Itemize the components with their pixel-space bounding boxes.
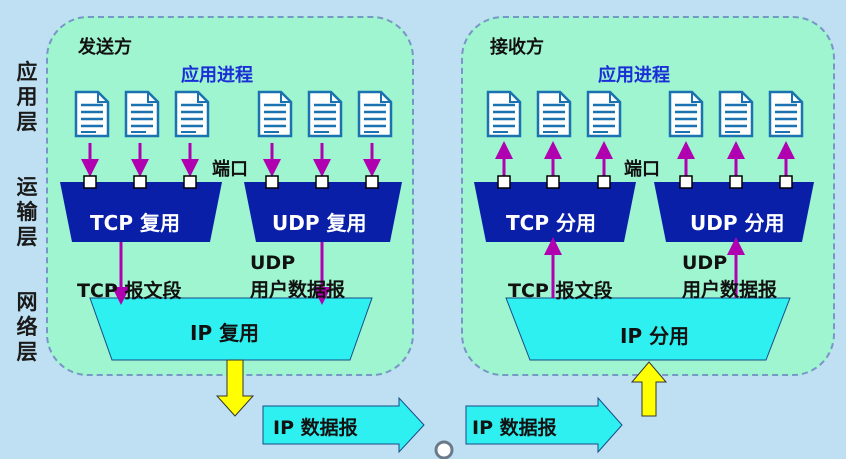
sender-app-process-icon-3 — [174, 90, 210, 138]
receiver-tcp-segment-label: TCP 报文段 — [508, 280, 613, 302]
receiver-app-process-icon-3 — [586, 90, 622, 138]
sender-port-2 — [133, 175, 147, 189]
receiver-port-1 — [497, 175, 511, 189]
receiver-ip-datagram-label: IP 数据报 — [472, 417, 557, 439]
sender-udp-line2: 用户数据报 — [250, 279, 346, 301]
receiver-udp-line2: 用户数据报 — [682, 279, 778, 301]
receiver-ip-label: IP 分用 — [620, 324, 690, 348]
receiver-ip-datagram-arrow — [465, 396, 623, 454]
sender-down-yellow-arrow — [215, 359, 255, 417]
sender-udp-label: UDP 复用 — [272, 211, 367, 235]
sender-app-process-icon-5 — [307, 90, 343, 138]
sender-tcp-label: TCP 复用 — [90, 211, 180, 235]
sender-app-process-label: 应用进程 — [181, 65, 253, 86]
receiver-port-2 — [546, 175, 560, 189]
layer-application-label: 应用层 — [16, 60, 38, 134]
receiver-app-process-icon-1 — [486, 90, 522, 138]
receiver-port-5 — [729, 175, 743, 189]
refresh-icon — [434, 440, 454, 459]
sender-udp-box — [244, 182, 402, 242]
sender-port-1 — [83, 175, 97, 189]
receiver-app-process-label: 应用进程 — [598, 65, 670, 86]
receiver-udp-line1: UDP — [682, 252, 728, 274]
receiver-up-yellow-arrow — [630, 361, 668, 417]
receiver-port-label: 端口 — [624, 159, 660, 180]
sender-title: 发送方 — [78, 37, 132, 58]
receiver-tcp-label: TCP 分用 — [506, 211, 596, 235]
receiver-port-3 — [597, 175, 611, 189]
sender-app-process-icon-4 — [257, 90, 293, 138]
sender-port-3 — [183, 175, 197, 189]
receiver-port-6 — [779, 175, 793, 189]
sender-port-5 — [315, 175, 329, 189]
sender-ip-datagram-label: IP 数据报 — [273, 417, 358, 439]
sender-port-6 — [365, 175, 379, 189]
receiver-app-process-icon-5 — [718, 90, 754, 138]
sender-ip-box — [89, 297, 373, 361]
receiver-title: 接收方 — [490, 37, 544, 58]
layer-network-label: 网络层 — [16, 290, 38, 364]
sender-port-label: 端口 — [212, 159, 248, 180]
sender-app-process-icon-2 — [124, 90, 160, 138]
sender-tcp-segment-label: TCP 报文段 — [77, 280, 182, 302]
receiver-port-4 — [679, 175, 693, 189]
sender-udp-line1: UDP — [250, 252, 296, 274]
receiver-udp-box — [654, 182, 814, 242]
layer-transport-label: 运输层 — [16, 175, 38, 249]
sender-ip-datagram-arrow — [262, 396, 425, 454]
receiver-app-process-icon-6 — [768, 90, 804, 138]
receiver-app-process-icon-2 — [536, 90, 572, 138]
receiver-udp-label: UDP 分用 — [690, 211, 785, 235]
sender-port-4 — [265, 175, 279, 189]
receiver-app-process-icon-4 — [668, 90, 704, 138]
receiver-tcp-box — [474, 182, 636, 242]
receiver-ip-box — [505, 297, 791, 361]
sender-app-process-icon-6 — [357, 90, 393, 138]
sender-tcp-box — [60, 182, 222, 242]
sender-ip-label: IP 复用 — [190, 321, 260, 345]
sender-app-process-icon-1 — [74, 90, 110, 138]
